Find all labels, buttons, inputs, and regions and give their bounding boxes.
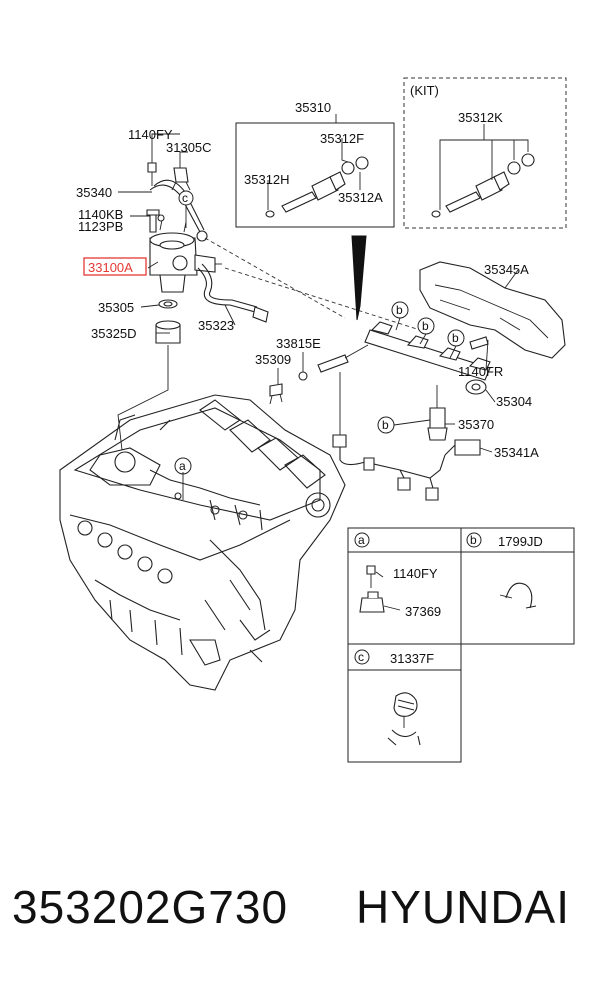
callout-b-rail-2: b <box>422 319 429 333</box>
label-35340: 35340 <box>76 185 112 200</box>
label-35312f: 35312F <box>320 131 364 146</box>
label-1140kb: 1140KB <box>78 207 123 222</box>
legend-a-part1: 1140FY <box>393 566 438 581</box>
legend-c-letter: c <box>358 650 364 664</box>
brand-name: HYUNDAI <box>356 881 571 933</box>
legend-a-letter: a <box>358 533 365 547</box>
part-labels: 1140FY 31305C 35340 1140KB 1123PB 33100A… <box>76 83 543 666</box>
legend-c-part: 31337F <box>390 651 434 666</box>
callout-b-rail-3: b <box>452 331 459 345</box>
part-number-title: 353202G730 <box>12 881 289 933</box>
label-35312a: 35312A <box>338 190 383 205</box>
injector-35310-drawing <box>265 156 369 218</box>
highlight-33100a-box <box>83 257 147 276</box>
callout-a-engine: a <box>179 459 186 473</box>
label-35312k: 35312K <box>458 110 503 125</box>
callout-b-sensor: b <box>382 418 389 432</box>
label-1140fr: 1140FR <box>458 364 503 379</box>
kit-box <box>403 77 567 229</box>
label-1140fy-top: 1140FY <box>128 127 173 142</box>
parts-diagram: 1140FY 31305C 35340 1140KB 1123PB 33100A… <box>59 77 575 763</box>
label-31305c: 31305C <box>166 140 212 155</box>
label-33100a: 33100A <box>88 260 133 275</box>
label-35304: 35304 <box>496 394 532 409</box>
footer: 353202G730 HYUNDAI <box>0 870 600 960</box>
label-35370: 35370 <box>458 417 494 432</box>
injector-box <box>235 122 395 228</box>
legend-b-part: 1799JD <box>498 534 543 549</box>
label-35325d: 35325D <box>91 326 137 341</box>
label-35309: 35309 <box>255 352 291 367</box>
label-1123pb: 1123PB <box>78 219 123 234</box>
label-35310: 35310 <box>295 100 331 115</box>
label-35323: 35323 <box>198 318 234 333</box>
label-33815e: 33815E <box>276 336 321 351</box>
engine-block-drawing <box>59 394 346 691</box>
leader-lines <box>118 114 529 611</box>
label-35312h: 35312H <box>244 172 290 187</box>
callout-b-rail-1: b <box>396 303 403 317</box>
legend-table <box>347 527 575 763</box>
legend-a-part2: 37369 <box>405 604 441 619</box>
fuel-rail-assembly <box>204 235 566 501</box>
callout-c-pump: c <box>182 191 188 205</box>
label-kit: (KIT) <box>410 83 439 98</box>
label-35345a: 35345A <box>484 262 529 277</box>
label-35305: 35305 <box>98 300 134 315</box>
legend-b-letter: b <box>470 533 477 547</box>
fuel-pump-assembly <box>117 162 269 451</box>
label-35341a: 35341A <box>494 445 539 460</box>
injector-kit-drawing <box>431 153 535 218</box>
